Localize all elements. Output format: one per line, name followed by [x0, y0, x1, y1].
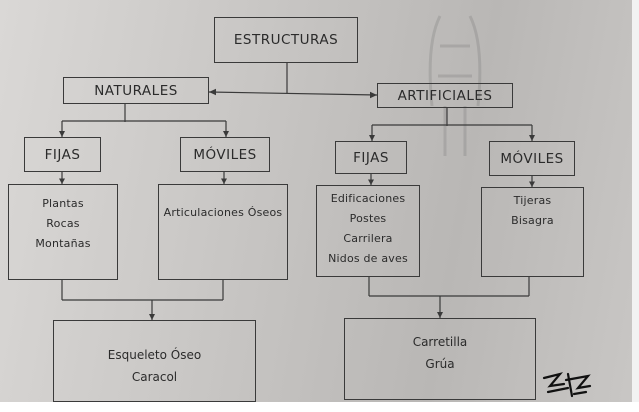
artificiales-moviles-list: Tijeras Bisagra: [481, 187, 584, 277]
naturales-node: NATURALES: [63, 77, 209, 104]
handwritten-signature: [542, 372, 592, 398]
list-item: Esqueleto Óseo: [107, 348, 202, 362]
list-item: Bisagra: [511, 214, 554, 227]
naturales-fijas-node: FIJAS: [24, 137, 101, 172]
naturales-fijas-label: FIJAS: [44, 146, 81, 163]
list-item: Nidos de aves: [328, 252, 408, 265]
list-item: Articulaciones Óseos: [163, 206, 283, 219]
artificiales-label: ARTIFICIALES: [397, 87, 493, 104]
artificiales-fijas-node: FIJAS: [335, 141, 407, 174]
naturales-moviles-node: MÓVILES: [180, 137, 270, 172]
naturales-moviles-list: Articulaciones Óseos: [158, 184, 288, 280]
list-item: Rocas: [46, 217, 80, 230]
artificiales-fijas-list: Edificaciones Postes Carrilera Nidos de …: [316, 185, 420, 277]
list-item: Grúa: [425, 357, 455, 371]
list-item: Caracol: [131, 370, 178, 384]
naturales-examples-box: Esqueleto Óseo Caracol: [53, 320, 256, 402]
list-item: Edificaciones: [330, 192, 406, 205]
naturales-moviles-label: MÓVILES: [193, 146, 257, 163]
page-edge: [632, 0, 639, 412]
list-item: Postes: [349, 212, 387, 225]
artificiales-moviles-node: MÓVILES: [489, 141, 575, 176]
artificiales-node: ARTIFICIALES: [377, 83, 513, 108]
list-item: Montañas: [35, 237, 91, 250]
root-node: ESTRUCTURAS: [214, 17, 358, 63]
list-item: Tijeras: [513, 194, 552, 207]
artificiales-fijas-label: FIJAS: [353, 149, 389, 166]
artificiales-examples-box: Carretilla Grúa: [344, 318, 536, 400]
naturales-fijas-list: Plantas Rocas Montañas: [8, 184, 118, 280]
list-item: Carretilla: [412, 335, 468, 349]
page-edge: [0, 402, 639, 412]
naturales-label: NATURALES: [94, 82, 178, 99]
root-label: ESTRUCTURAS: [233, 32, 339, 48]
list-item: Carrilera: [343, 232, 393, 245]
artificiales-moviles-label: MÓVILES: [500, 150, 564, 167]
list-item: Plantas: [42, 197, 84, 210]
